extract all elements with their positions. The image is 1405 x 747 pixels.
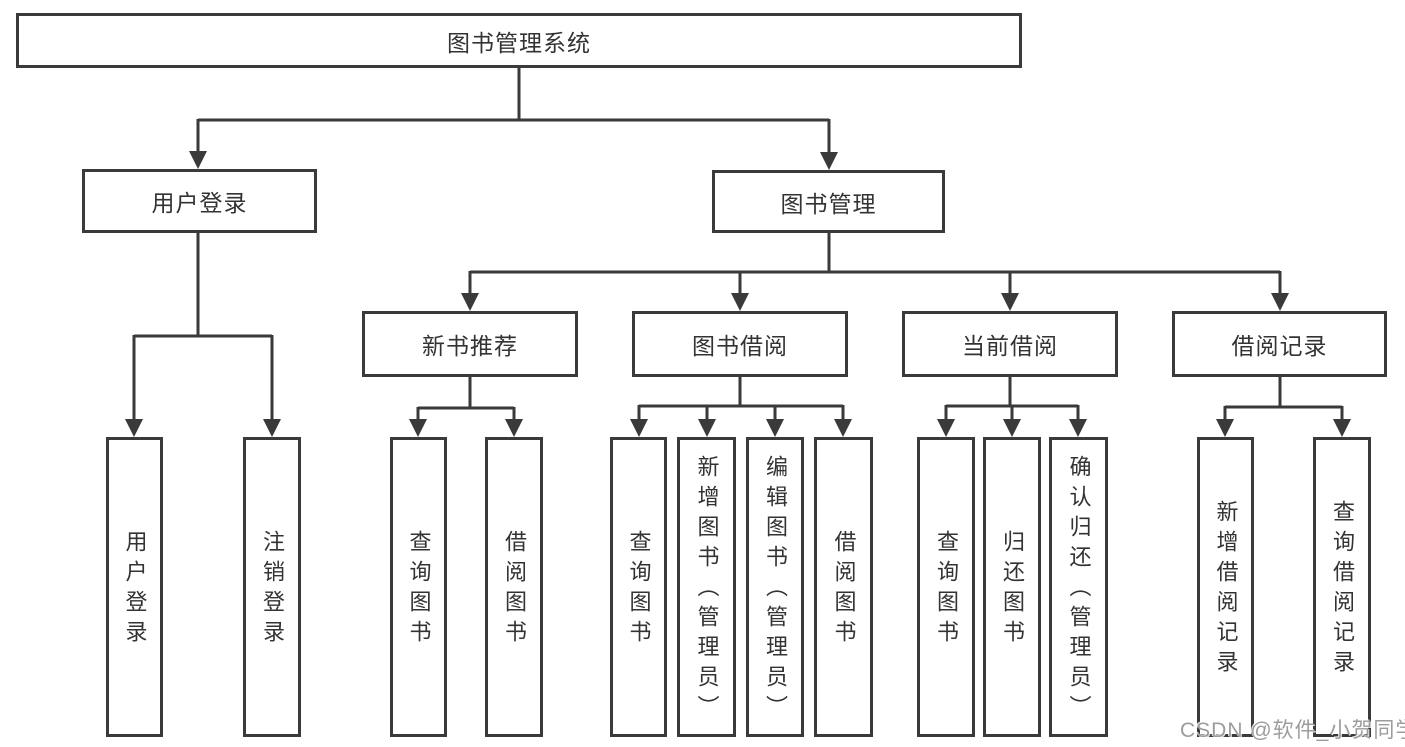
leaf-logout: 注销登录 [243,437,301,737]
leaf-bb-borrow-books: 借阅图书 [814,437,873,737]
node-borrowing-records: 借阅记录 [1172,311,1387,377]
leaf-cb-query-books: 查询图书 [917,437,975,737]
leaf-nbr-query-books: 查询图书 [390,437,447,737]
node-book-management: 图书管理 [712,170,945,233]
leaf-user-login: 用户登录 [106,437,163,737]
leaf-br-add-record: 新增借阅记录 [1197,437,1254,737]
leaf-bb-add-books-admin: 新增图书（管理员） [677,437,736,737]
leaf-bb-query-books: 查询图书 [610,437,667,737]
leaf-br-query-record: 查询借阅记录 [1313,437,1371,737]
csdn-watermark: CSDN @软件_小贺同学 [1180,719,1405,742]
leaf-cb-confirm-return-admin: 确认归还（管理员） [1049,437,1108,737]
leaf-bb-edit-books-admin: 编辑图书（管理员） [746,437,804,737]
node-new-book-recommend: 新书推荐 [362,311,578,377]
node-current-borrowing: 当前借阅 [902,311,1118,377]
node-book-borrowing: 图书借阅 [632,311,848,377]
leaf-cb-return-books: 归还图书 [983,437,1041,737]
node-root: 图书管理系统 [16,13,1022,68]
leaf-nbr-borrow-books: 借阅图书 [485,437,543,737]
node-user-login: 用户登录 [82,169,317,233]
